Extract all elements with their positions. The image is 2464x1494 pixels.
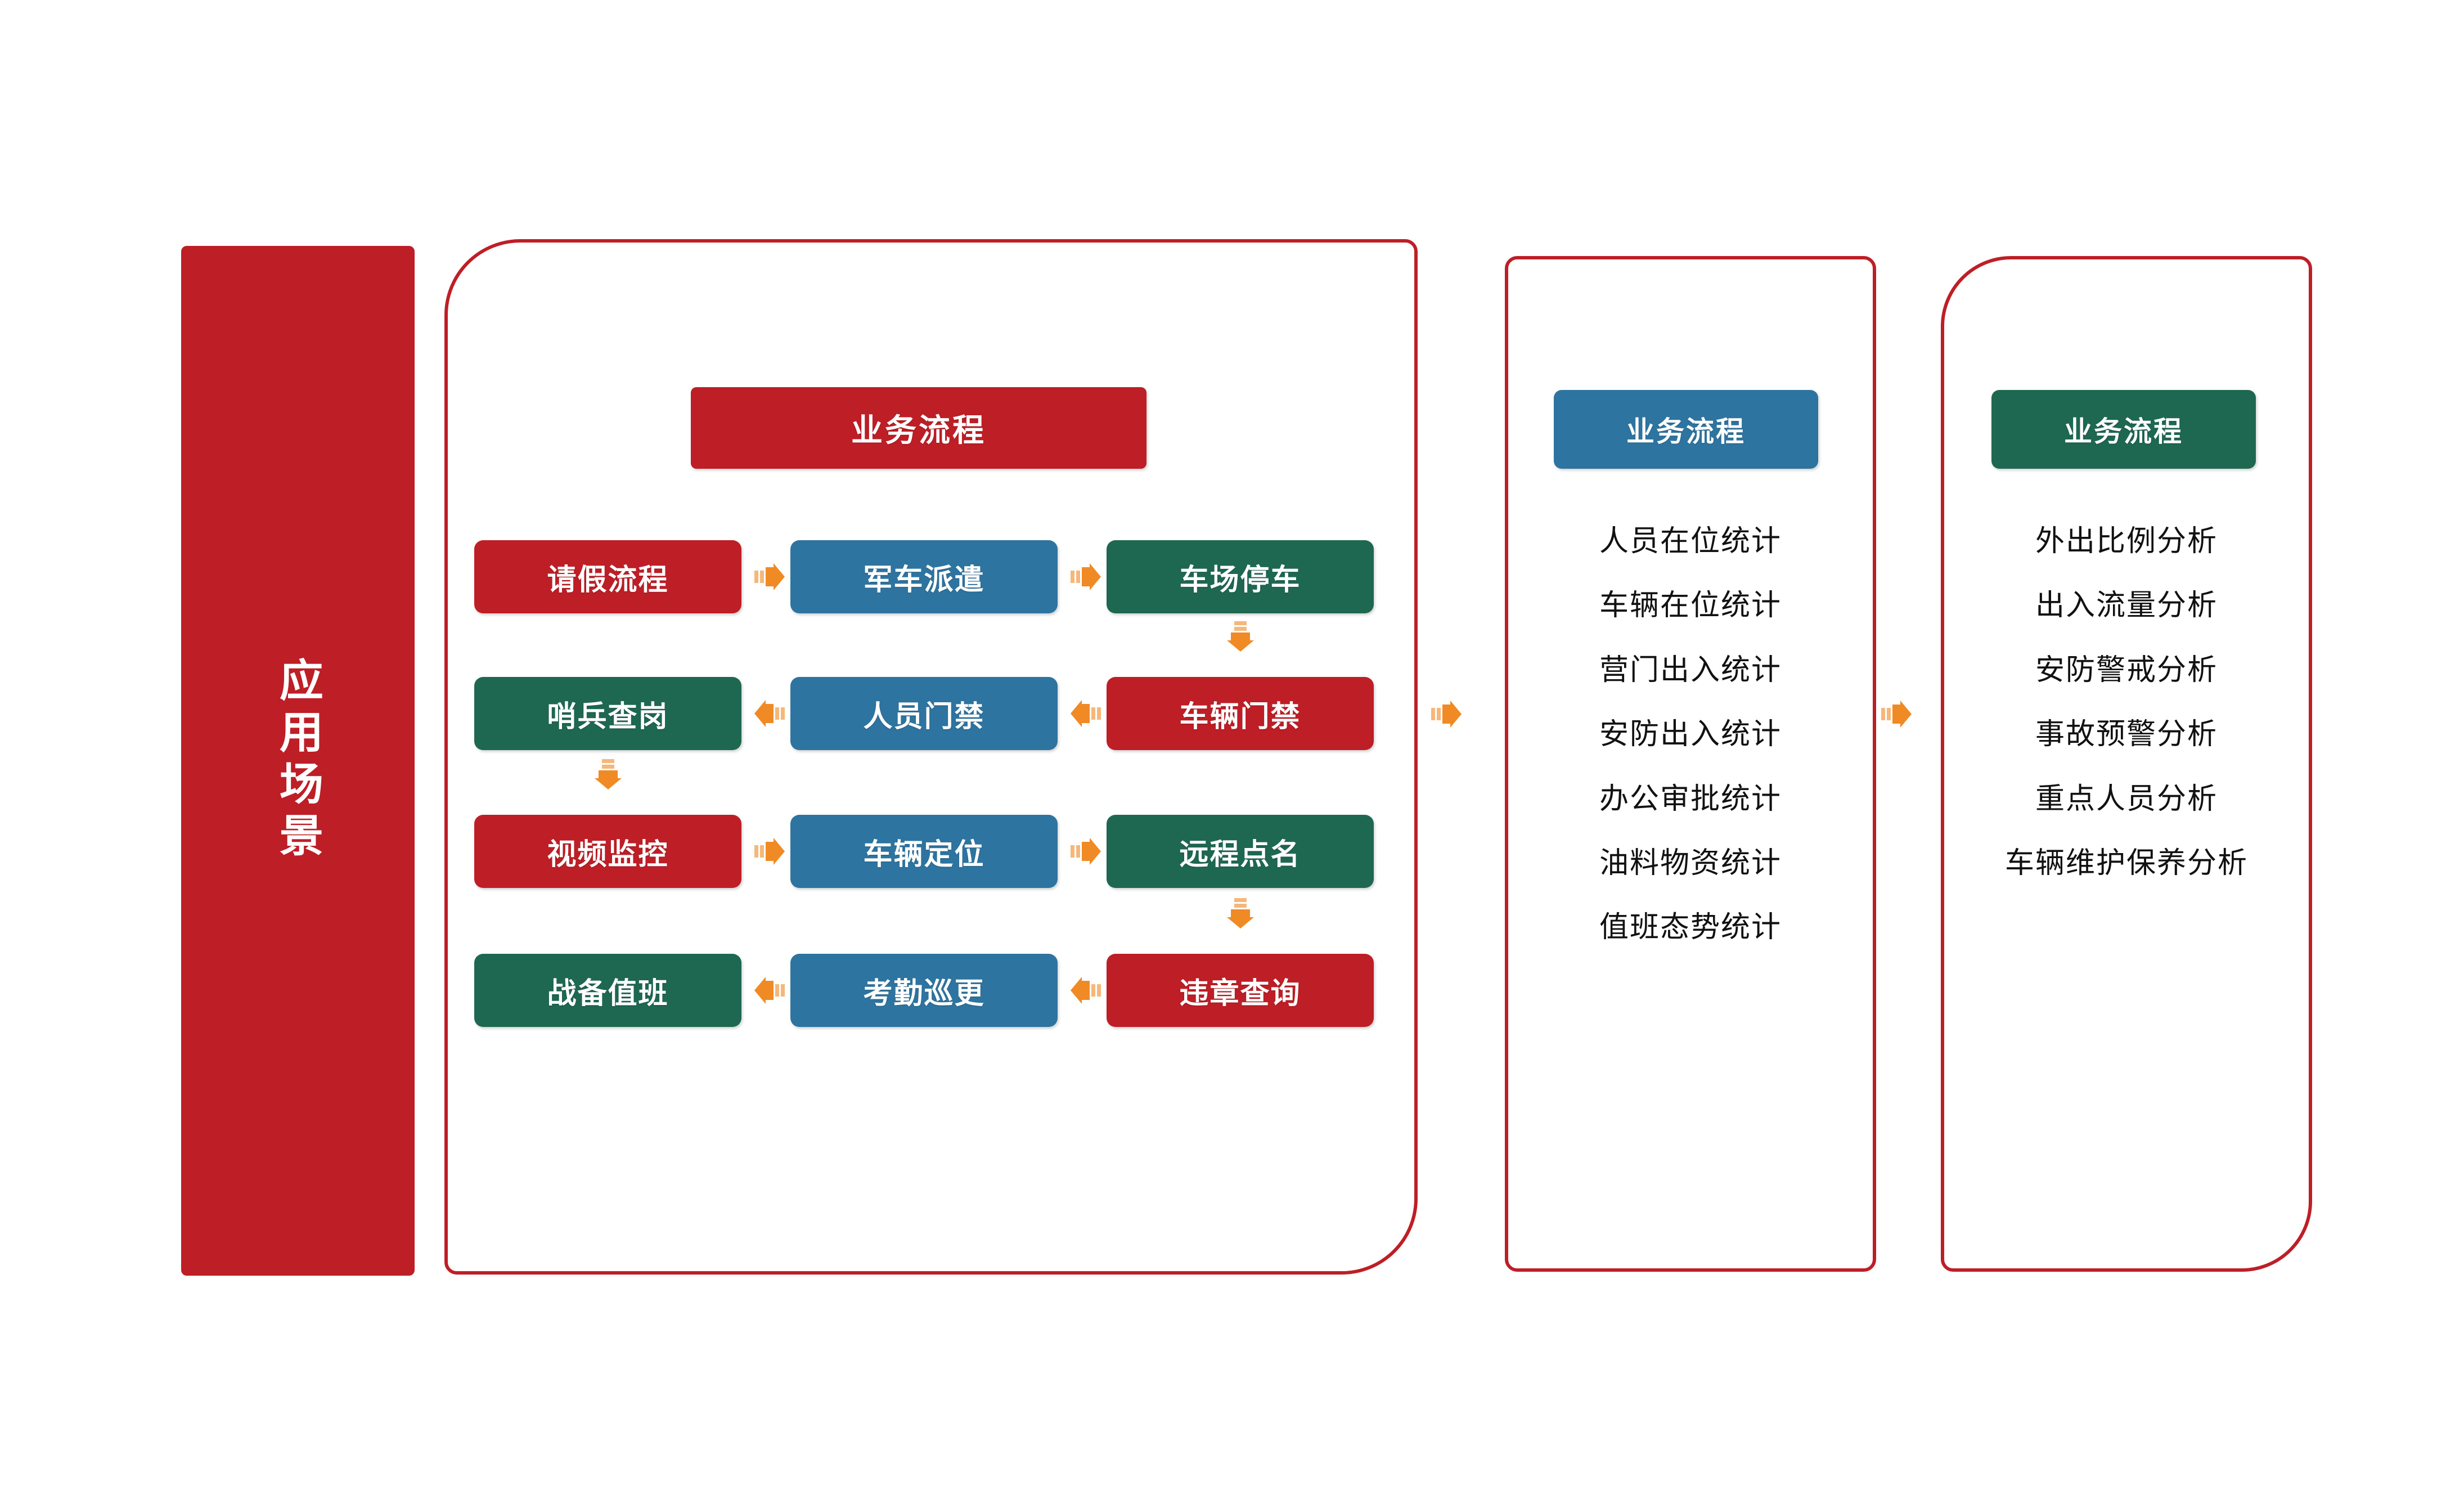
arrow-right-icon [1879, 697, 1914, 732]
list-item[interactable]: 营门出入统计 [1599, 653, 1782, 687]
application-scenario-label: 应用场景 [273, 657, 323, 864]
list-item[interactable]: 办公审批统计 [1599, 782, 1782, 815]
list-item[interactable]: 重点人员分析 [2035, 782, 2218, 815]
flow-chip-attendance-patrol[interactable]: 考勤巡更 [790, 954, 1058, 1027]
list-item[interactable]: 车辆在位统计 [1599, 589, 1782, 622]
flow-chip-personnel-access-control[interactable]: 人员门禁 [790, 677, 1058, 750]
arrow-right-icon [752, 834, 787, 869]
flow-chip-vehicle-access-control[interactable]: 车辆门禁 [1107, 677, 1374, 750]
arrow-down-icon [591, 757, 626, 792]
arrow-right-icon [752, 559, 787, 594]
arrow-left-icon [752, 973, 787, 1008]
flow-chip-video-surveillance[interactable]: 视频监控 [474, 815, 741, 888]
list-item[interactable]: 油料物资统计 [1599, 846, 1782, 880]
arrow-down-icon [1223, 896, 1258, 931]
flow-chip-sentry-inspection[interactable]: 哨兵查岗 [474, 677, 741, 750]
list-item[interactable]: 人员在位统计 [1599, 525, 1782, 558]
arrow-right-icon [1068, 559, 1103, 594]
panel-analysis-heading[interactable]: 业务流程 [1991, 390, 2256, 469]
panel-analysis-list: 外出比例分析 出入流量分析 安防警戒分析 事故预警分析 重点人员分析 车辆维护保… [1941, 509, 2312, 895]
arrow-right-icon [1429, 697, 1464, 732]
application-scenario-banner: 应用场景 [181, 246, 415, 1276]
list-item[interactable]: 安防警戒分析 [2035, 653, 2218, 687]
list-item[interactable]: 车辆维护保养分析 [2004, 846, 2248, 880]
list-item[interactable]: 外出比例分析 [2035, 525, 2218, 558]
flow-chip-vehicle-positioning[interactable]: 车辆定位 [790, 815, 1058, 888]
list-item[interactable]: 安防出入统计 [1599, 718, 1782, 751]
flow-chip-leave-process[interactable]: 请假流程 [474, 540, 741, 613]
arrow-down-icon [1223, 619, 1258, 654]
list-item[interactable]: 事故预警分析 [2035, 718, 2218, 751]
arrow-left-icon [1068, 696, 1103, 731]
arrow-left-icon [1068, 973, 1103, 1008]
flow-chip-remote-roll-call[interactable]: 远程点名 [1107, 815, 1374, 888]
hero-chip-business-process[interactable]: 业务流程 [691, 387, 1146, 469]
arrow-left-icon [752, 696, 787, 731]
arrow-right-icon [1068, 834, 1103, 869]
panel-statistics-heading[interactable]: 业务流程 [1554, 390, 1818, 469]
flow-chip-parking-lot[interactable]: 车场停车 [1107, 540, 1374, 613]
panel-statistics-list: 人员在位统计 车辆在位统计 营门出入统计 安防出入统计 办公审批统计 油料物资统… [1505, 509, 1876, 960]
flow-chip-military-vehicle-dispatch[interactable]: 军车派遣 [790, 540, 1058, 613]
list-item[interactable]: 值班态势统计 [1599, 911, 1782, 944]
list-item[interactable]: 出入流量分析 [2035, 589, 2218, 622]
flow-chip-combat-readiness-duty[interactable]: 战备值班 [474, 954, 741, 1027]
flow-chip-violation-query[interactable]: 违章查询 [1107, 954, 1374, 1027]
